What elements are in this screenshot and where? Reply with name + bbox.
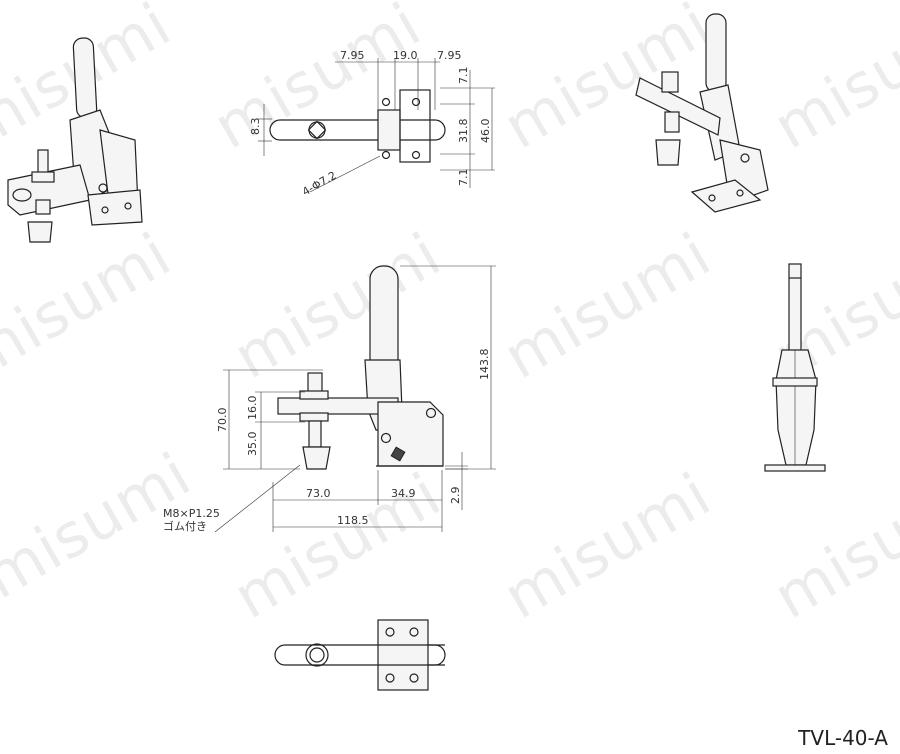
dim-text: 7.1	[457, 169, 470, 187]
watermark-text: misumi	[493, 0, 723, 163]
watermark-text: misumi	[223, 460, 453, 633]
watermark-text: misumi	[493, 460, 723, 633]
watermark-text: misumi	[0, 220, 183, 393]
dim-text: 16.0	[246, 396, 259, 421]
bottom-view	[274, 619, 446, 691]
rubber-note: ゴム付き	[163, 519, 207, 533]
dim-text: 118.5	[337, 514, 369, 527]
thread-note: M8×P1.25	[163, 507, 220, 520]
watermark-text: misumi	[223, 220, 453, 393]
dim-text: 34.9	[391, 487, 416, 500]
hole-note: 4-Φ7.2	[300, 169, 339, 199]
watermark-layer: misumi misumi misumi misumi misumi misum…	[0, 0, 900, 633]
dim-text: 31.8	[457, 119, 470, 144]
dim-text: 143.8	[478, 349, 491, 381]
dim-text: 73.0	[306, 487, 331, 500]
watermark-text: misumi	[493, 220, 723, 393]
dim-text: 7.95	[340, 49, 365, 62]
watermark-text: misumi	[763, 460, 900, 633]
dim-text: 7.1	[457, 67, 470, 85]
dim-text: 8.3	[249, 118, 262, 136]
dim-text: 35.0	[246, 432, 259, 457]
dim-text: 7.95	[437, 49, 462, 62]
dim-text: 19.0	[393, 49, 418, 62]
front-view	[764, 263, 826, 472]
iso-view-right	[635, 13, 769, 213]
dim-text: 2.9	[449, 487, 462, 505]
watermark-text: misumi	[763, 0, 900, 163]
dim-text: 46.0	[479, 119, 492, 144]
dim-text: 70.0	[216, 408, 229, 433]
model-code-label: TVL-40-A	[798, 726, 888, 750]
iso-view-left	[7, 37, 143, 243]
side-view: 70.0 16.0 35.0 143.8 73.0 34.9 2.9 118.5…	[163, 265, 496, 533]
